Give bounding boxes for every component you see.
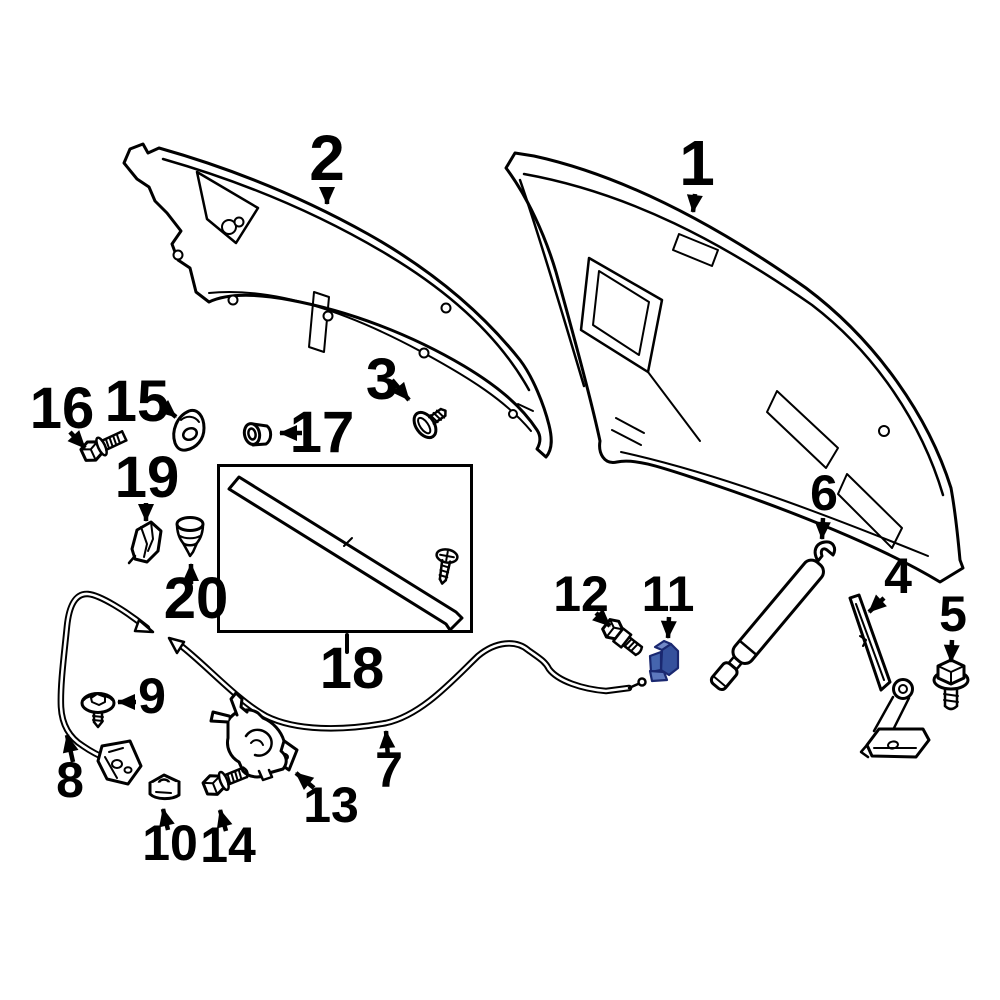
part-11-highlighted-clip-drawing[interactable]	[648, 639, 680, 683]
callout-16: 16	[30, 376, 95, 450]
callout-14-arrow	[216, 809, 233, 832]
part-10-u-nut-drawing[interactable]	[148, 773, 181, 801]
callout-15: 15	[105, 369, 178, 434]
callout-1-number[interactable]: 1	[679, 127, 715, 199]
callout-4-arrow	[867, 594, 887, 614]
callout-6-arrow	[814, 517, 831, 540]
callout-14: 14	[200, 809, 256, 873]
part-14-bolt-drawing[interactable]	[201, 762, 251, 797]
callout-10-number[interactable]: 10	[142, 815, 198, 871]
callout-19-number[interactable]: 19	[115, 445, 180, 510]
callout-17: 17	[279, 400, 354, 465]
callout-2: 2	[309, 122, 345, 205]
callout-18-number[interactable]: 18	[320, 636, 385, 701]
callouts: 1 2 3 4 5 6 7 8	[30, 122, 967, 873]
part-13-hood-latch-drawing[interactable]	[209, 691, 299, 782]
callout-15-number[interactable]: 15	[105, 369, 170, 434]
part-4-hinge-drawing[interactable]	[848, 593, 931, 759]
callout-8: 8	[56, 734, 84, 808]
callout-7: 7	[375, 730, 403, 798]
part-17-nut-drawing[interactable]	[242, 422, 273, 447]
part-20-bumper-drawing[interactable]	[175, 516, 205, 558]
callout-7-arrow	[379, 730, 396, 758]
callout-1-arrow	[686, 193, 703, 213]
callout-10: 10	[142, 808, 198, 871]
callout-20-number[interactable]: 20	[164, 566, 229, 631]
callout-16-arrow	[67, 430, 87, 450]
part-19-clip-drawing[interactable]	[127, 520, 163, 565]
screw-icon	[435, 548, 459, 585]
callout-4: 4	[867, 548, 912, 614]
part-7-release-cable-drawing[interactable]	[167, 636, 647, 732]
callout-10-arrow	[159, 808, 175, 831]
callout-18: 18	[320, 633, 385, 701]
callout-13: 13	[294, 771, 359, 833]
part-8-front-cable-drawing[interactable]	[57, 590, 155, 786]
callout-5: 5	[939, 586, 967, 663]
callout-2-number[interactable]: 2	[309, 122, 345, 194]
callout-15-arrow	[157, 399, 178, 419]
callout-5-number[interactable]: 5	[939, 586, 967, 642]
callout-12: 12	[553, 566, 612, 628]
callout-19: 19	[115, 445, 180, 522]
callout-5-arrow	[943, 639, 960, 663]
callout-11-arrow	[660, 616, 677, 639]
callout-11: 11	[642, 566, 695, 639]
callout-20: 20	[164, 563, 229, 631]
callout-4-number[interactable]: 4	[884, 548, 912, 604]
part-12-stud-bolt-drawing[interactable]	[600, 616, 647, 659]
part-9-pushpin-drawing[interactable]	[80, 692, 116, 729]
callout-11-number[interactable]: 11	[642, 566, 695, 622]
callout-12-arrow	[592, 608, 612, 628]
callout-1: 1	[679, 127, 715, 213]
callout-3: 3	[366, 347, 411, 412]
part-18-seal-strip-box[interactable]	[217, 464, 473, 633]
part-6-lift-support-drawing[interactable]	[707, 540, 837, 693]
callout-9: 9	[117, 668, 166, 724]
callout-16-number[interactable]: 16	[30, 376, 95, 441]
callout-13-arrow	[294, 771, 316, 791]
part-5-bolt-drawing[interactable]	[932, 658, 970, 711]
callout-6-number[interactable]: 6	[810, 465, 838, 521]
callout-6: 6	[810, 465, 838, 540]
part-15-grommet-drawing[interactable]	[172, 408, 206, 452]
part-1-hood-panel-drawing[interactable]	[504, 151, 965, 584]
callout-3-arrow	[390, 378, 411, 402]
callout-8-arrow	[62, 734, 79, 763]
callout-14-number[interactable]: 14	[200, 817, 256, 873]
callout-9-number[interactable]: 9	[138, 668, 166, 724]
part-2-hood-insulation-pad-drawing[interactable]	[122, 142, 553, 459]
part-3-pushpin-drawing[interactable]	[410, 399, 454, 441]
callout-8-number[interactable]: 8	[56, 752, 84, 808]
callout-12-number[interactable]: 12	[553, 566, 609, 622]
